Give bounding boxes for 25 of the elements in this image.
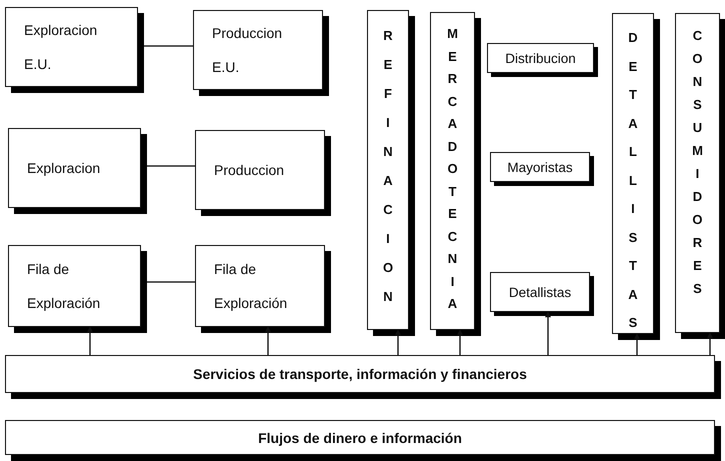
band-label: Flujos de dinero e información — [258, 430, 462, 446]
arrow — [634, 333, 640, 355]
box-label: Detallistas — [508, 284, 572, 300]
box-label: Fila de Exploración — [27, 260, 102, 313]
arrow — [457, 329, 463, 355]
connector-line — [144, 45, 193, 47]
arrow — [707, 332, 713, 355]
vertical-label: MERCADOTECNIA — [448, 25, 456, 313]
vertical-label: DETALLISTAS — [629, 29, 637, 332]
arrow — [265, 326, 271, 355]
band-label: Servicios de transporte, información y financieros — [193, 366, 527, 382]
arrow — [545, 311, 551, 355]
box-label: Exploracion — [27, 159, 100, 178]
box-label: Distribucion — [505, 50, 576, 66]
box-label: Mayoristas — [507, 160, 573, 174]
box-label: Produccion E.U. — [212, 24, 284, 77]
box-label: Fila de Exploración — [214, 260, 288, 313]
box-label: Exploracion E.U. — [24, 21, 98, 74]
vertical-label: REFINACION — [384, 27, 392, 306]
box-label: Produccion — [214, 161, 284, 180]
connector-line — [147, 165, 195, 167]
connector-line — [147, 281, 195, 283]
vertical-label: CONSUMIDORES — [694, 27, 702, 298]
arrow — [395, 329, 401, 355]
arrow — [87, 326, 93, 355]
